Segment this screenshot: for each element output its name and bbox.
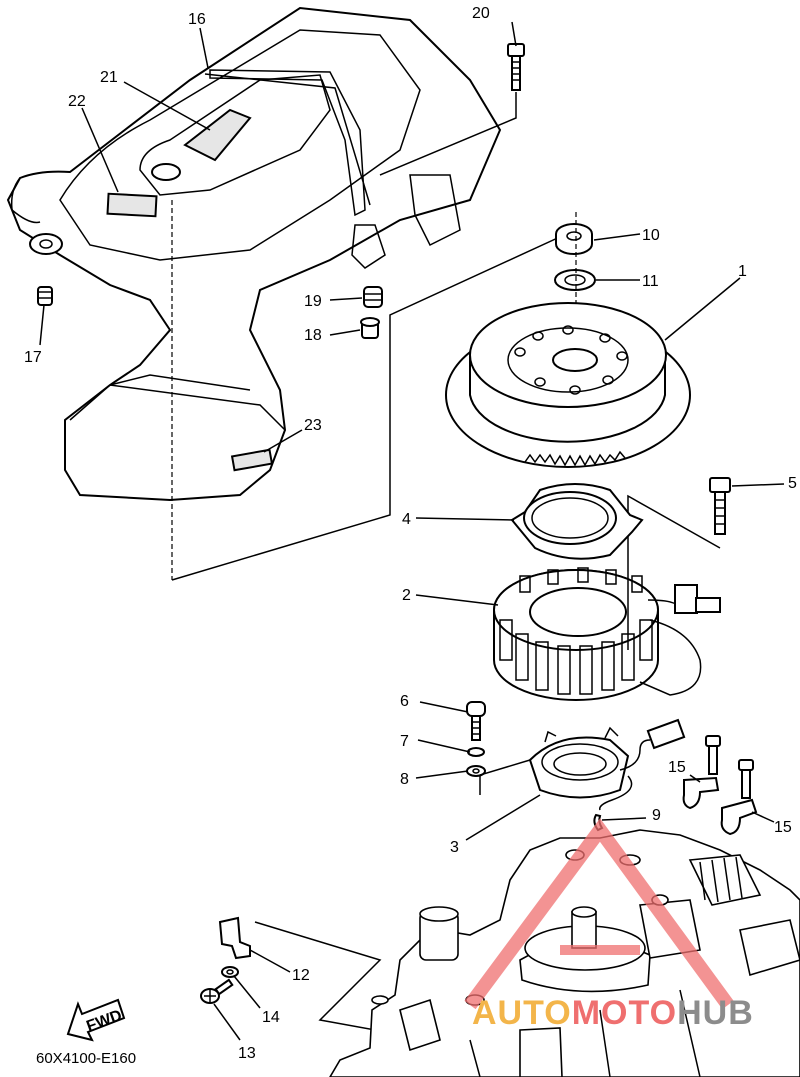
pulser-wire bbox=[599, 739, 651, 811]
callout-7: 7 bbox=[400, 733, 409, 750]
callout-6: 6 bbox=[400, 693, 409, 710]
fwd-arrow-icon: FWD bbox=[66, 998, 126, 1042]
stator-connector bbox=[674, 584, 698, 614]
washer-part-11 bbox=[554, 269, 596, 291]
stator-wire bbox=[639, 619, 702, 696]
clamp-part-15a bbox=[682, 735, 721, 810]
watermark-part-moto: MOTO bbox=[571, 994, 678, 1032]
bracket-part-12 bbox=[218, 916, 251, 960]
callout-19: 19 bbox=[304, 293, 322, 310]
pulser-coil-part-3 bbox=[528, 718, 686, 811]
flywheel-bolt-holes bbox=[514, 325, 628, 395]
watermark-logo bbox=[464, 818, 734, 1010]
collar-part-18 bbox=[360, 317, 380, 339]
callout-17: 17 bbox=[24, 349, 42, 366]
grommet-part-19 bbox=[363, 286, 383, 308]
callout-21: 21 bbox=[100, 69, 118, 86]
screw-part-6 bbox=[466, 701, 486, 741]
leader-lines bbox=[39, 21, 785, 1041]
washer-part-14 bbox=[221, 966, 239, 978]
screw-part-13 bbox=[200, 978, 234, 1004]
watermark-text: AUTOMOTOHUB bbox=[472, 994, 754, 1033]
callout-13: 13 bbox=[238, 1045, 256, 1062]
bolt-part-5 bbox=[709, 477, 731, 535]
watermark-part-auto: AUTO bbox=[472, 994, 572, 1032]
flywheel-cover bbox=[6, 6, 502, 502]
callout-labels: 16 21 22 20 10 11 1 5 4 2 6 7 8 3 9 15 1… bbox=[24, 5, 797, 1062]
assembly-line bbox=[171, 229, 576, 581]
callout-4: 4 bbox=[402, 511, 411, 528]
stator-part-2 bbox=[493, 567, 721, 701]
callout-15b: 15 bbox=[774, 819, 792, 836]
callout-2: 2 bbox=[402, 587, 411, 604]
callout-1: 1 bbox=[738, 263, 747, 280]
callout-5: 5 bbox=[788, 475, 797, 492]
callout-3: 3 bbox=[450, 839, 459, 856]
callout-11: 11 bbox=[642, 273, 659, 290]
flywheel-part-1 bbox=[445, 302, 691, 468]
callout-14: 14 bbox=[262, 1009, 280, 1026]
plate-part-4 bbox=[510, 483, 644, 560]
assembly-line-bolt bbox=[379, 92, 517, 176]
callout-23: 23 bbox=[304, 417, 322, 434]
callout-22: 22 bbox=[68, 93, 86, 110]
assembly-line-5 bbox=[627, 494, 721, 560]
assembly-line-3 bbox=[479, 759, 531, 795]
callout-8: 8 bbox=[400, 771, 409, 788]
callout-9: 9 bbox=[652, 807, 661, 824]
callout-20: 20 bbox=[472, 5, 490, 22]
washer-part-7 bbox=[467, 747, 485, 757]
watermark-part-hub: HUB bbox=[677, 994, 754, 1032]
diagram-code: 60X4100-E160 bbox=[36, 1050, 137, 1067]
stator-coils bbox=[499, 567, 653, 695]
callout-18: 18 bbox=[304, 327, 322, 344]
callout-10: 10 bbox=[642, 227, 660, 244]
callout-15a: 15 bbox=[668, 759, 686, 776]
clamp-part-15b bbox=[720, 759, 758, 836]
ring-gear-teeth bbox=[524, 450, 626, 467]
pulser-connector bbox=[646, 718, 686, 750]
bolt-part-20 bbox=[507, 43, 525, 91]
nut-part-10 bbox=[555, 223, 593, 255]
callout-12: 12 bbox=[292, 967, 310, 984]
callout-16: 16 bbox=[188, 11, 206, 28]
grommet-part-17 bbox=[37, 286, 53, 306]
